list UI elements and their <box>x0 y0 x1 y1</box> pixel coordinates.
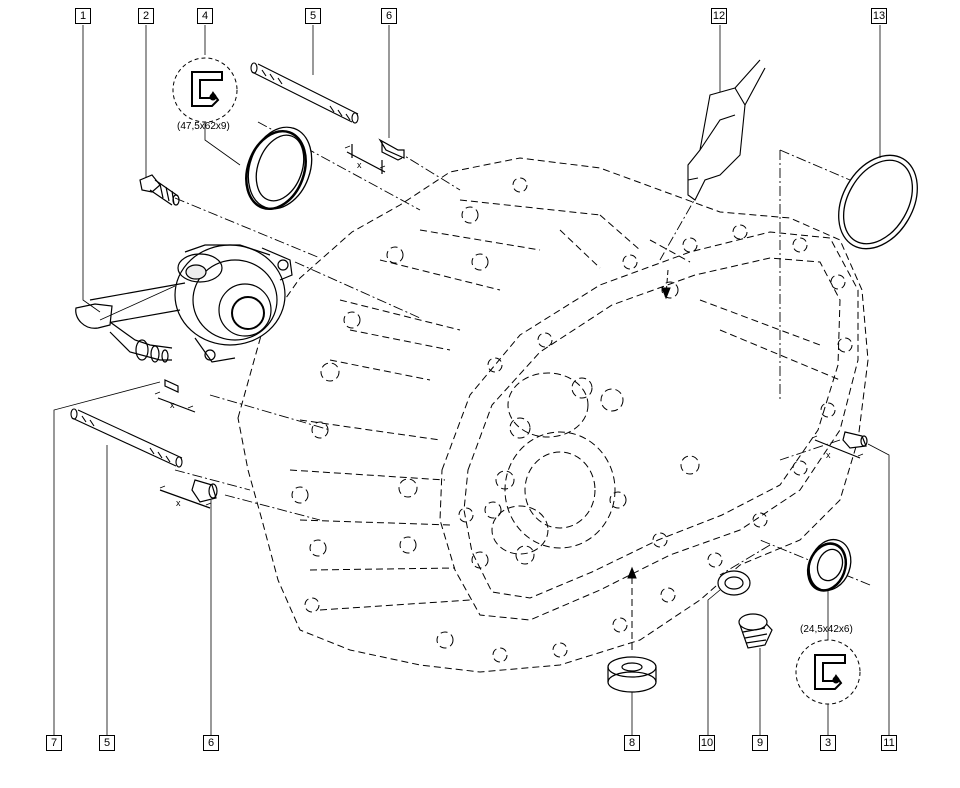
dowel-pin-bottom <box>159 479 218 509</box>
x-label-top: x <box>357 160 362 170</box>
flange-bolt <box>139 174 180 206</box>
callout-part-5-bottom: 5 <box>99 735 115 751</box>
x-label-middle: x <box>170 400 175 410</box>
callout-part-13: 13 <box>871 8 887 24</box>
callout-part-5-top: 5 <box>305 8 321 24</box>
seal-profile-detail-bottom <box>795 590 861 705</box>
seal-large-dimension: (47,5x62x9) <box>177 121 230 132</box>
gearbox-housing <box>237 157 869 673</box>
callout-part-11: 11 <box>881 735 897 751</box>
large-oil-seal <box>245 126 313 211</box>
callout-part-12: 12 <box>711 8 727 24</box>
callout-part-2: 2 <box>138 8 154 24</box>
callout-part-6-top: 6 <box>381 8 397 24</box>
dowel-pin-small <box>157 379 196 413</box>
stud-top <box>250 62 359 124</box>
callout-part-10: 10 <box>699 735 715 751</box>
x-dimension-markers <box>154 145 864 506</box>
callout-leaders <box>53 25 890 735</box>
callout-part-1: 1 <box>75 8 91 24</box>
drain-plug <box>738 613 773 649</box>
small-oil-seal <box>806 538 852 592</box>
breather-bracket <box>687 59 766 201</box>
stud-bottom <box>70 408 183 468</box>
bushing <box>607 656 657 693</box>
dowel-pin-top <box>346 138 405 174</box>
insertion-arrows <box>627 269 671 650</box>
exploded-view-leaders <box>174 121 871 586</box>
x-label-right: x <box>826 450 831 460</box>
sealing-washer <box>717 570 751 596</box>
callout-part-6-bottom: 6 <box>203 735 219 751</box>
callout-part-8: 8 <box>624 735 640 751</box>
callout-part-4: 4 <box>197 8 213 24</box>
x-label-bottom: x <box>176 498 181 508</box>
large-o-ring <box>838 154 918 250</box>
seal-small-dimension: (24,5x42x6) <box>800 624 853 635</box>
clutch-slave-cylinder <box>75 244 293 363</box>
callout-part-7: 7 <box>46 735 62 751</box>
callout-part-9: 9 <box>752 735 768 751</box>
dowel-pin-right <box>814 431 868 459</box>
callout-part-3: 3 <box>820 735 836 751</box>
seal-profile-detail-top <box>172 57 241 166</box>
